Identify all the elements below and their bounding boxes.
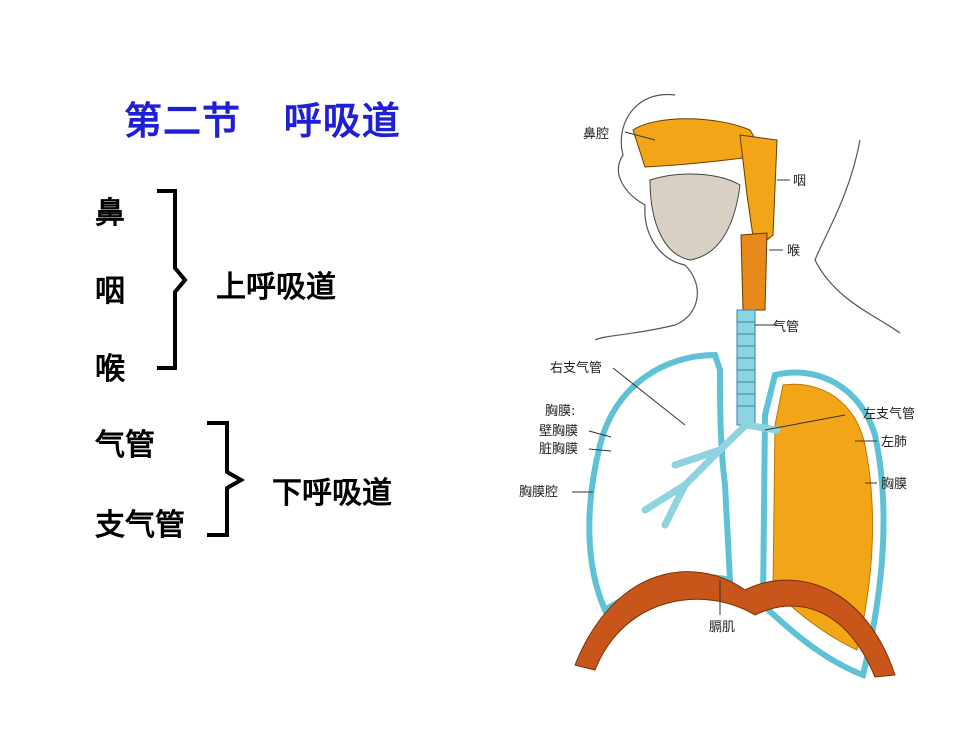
diaphragm-shape xyxy=(574,571,896,678)
label-left-lung: 左肺 xyxy=(881,435,907,450)
label-pleural-cavity: 胸膜腔 xyxy=(519,485,558,500)
right-pleura xyxy=(586,351,734,615)
label-nasal-cavity: 鼻腔 xyxy=(583,126,609,142)
label-parietal-pleura: 壁胸膜 xyxy=(539,424,578,439)
pharynx-shape xyxy=(739,134,778,251)
trachea-shape xyxy=(736,309,756,426)
head-outline xyxy=(594,93,698,341)
neck-outline xyxy=(814,139,901,334)
respiratory-diagram: 鼻腔 咽 喉 气管 右支气管 胸膜: 壁胸膜 脏胸膜 胸膜腔 左支气管 左肺 胸… xyxy=(519,93,915,680)
lower-brace xyxy=(207,421,246,537)
lower-tract-label: 下呼吸道 xyxy=(272,476,392,511)
upper-tract-label: 上呼吸道 xyxy=(216,270,336,305)
label-left-bronchus: 左支气管 xyxy=(863,406,915,422)
organ-bronchus: 支气管 xyxy=(95,508,185,543)
label-visceral-pleura: 脏胸膜 xyxy=(539,442,578,457)
organ-nose: 鼻 xyxy=(95,196,125,231)
label-diaphragm: 膈肌 xyxy=(709,620,735,635)
label-right-bronchus: 右支气管 xyxy=(550,360,602,376)
page-title: 第二节 呼吸道 xyxy=(124,98,401,143)
organ-pharynx: 咽 xyxy=(95,274,125,309)
organ-larynx: 喉 xyxy=(95,352,125,387)
bronchial-tree xyxy=(641,421,781,529)
label-pleura-right: 胸膜 xyxy=(881,477,907,492)
label-trachea: 气管 xyxy=(773,319,799,335)
upper-brace xyxy=(157,189,188,370)
oral-region xyxy=(649,173,741,261)
label-larynx: 喉 xyxy=(787,244,800,259)
label-pleura: 胸膜: xyxy=(545,404,575,419)
organ-trachea: 气管 xyxy=(95,428,155,463)
label-pharynx: 咽 xyxy=(793,174,806,189)
larynx-shape xyxy=(740,232,768,311)
